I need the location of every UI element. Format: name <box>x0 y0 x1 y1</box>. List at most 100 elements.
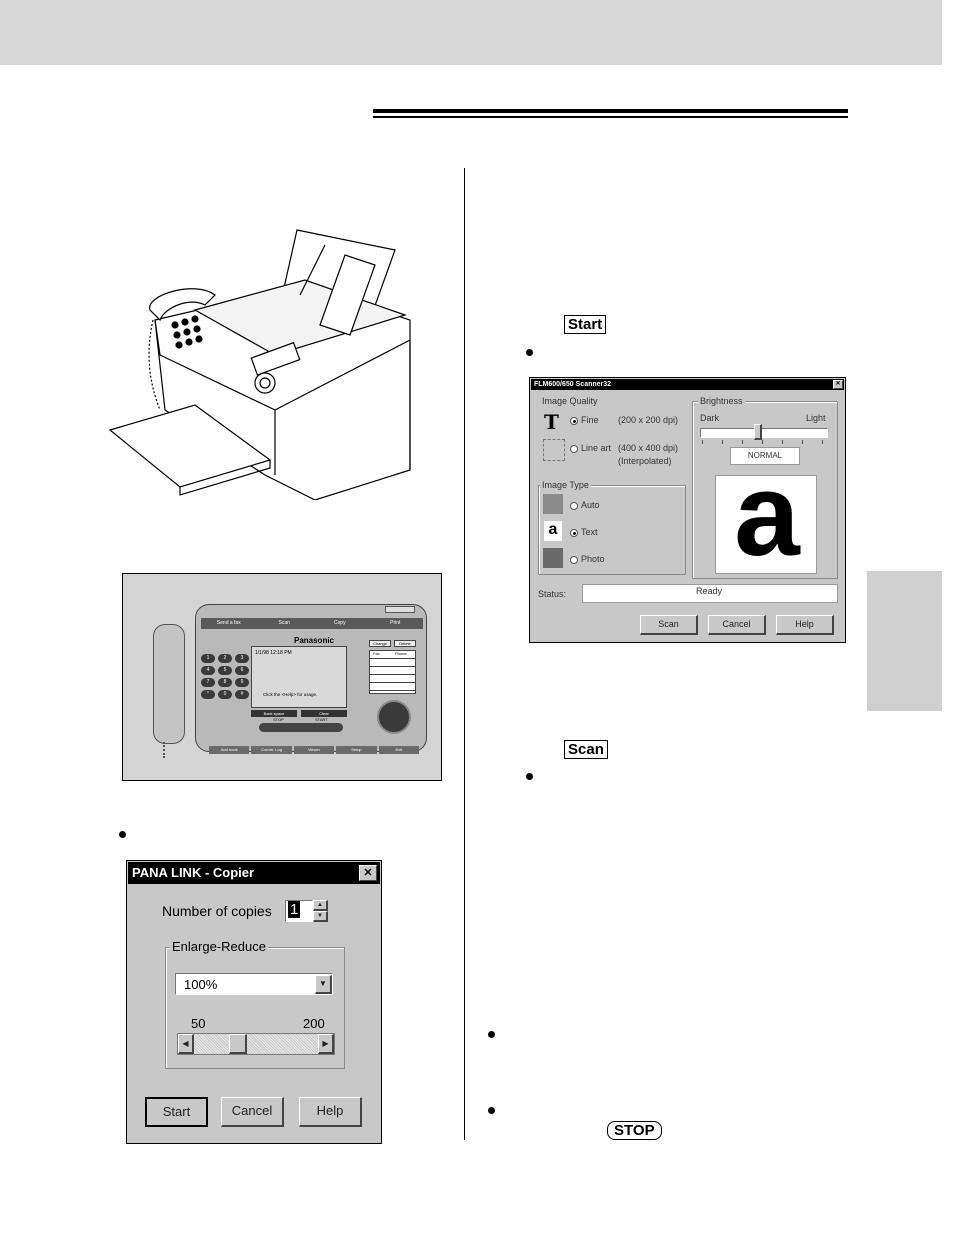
window-controls-icon[interactable] <box>385 606 415 613</box>
light-label: Light <box>806 413 826 423</box>
auto-type-icon <box>543 494 563 514</box>
text-radio[interactable] <box>570 529 578 537</box>
keypad-key[interactable]: 2 <box>218 654 232 663</box>
table-header-fax: Fax <box>373 651 380 656</box>
start-key: Start <box>564 315 607 334</box>
side-tab <box>867 571 942 711</box>
copies-spin-up[interactable]: ▲ <box>313 900 328 911</box>
photo-type-icon <box>543 548 563 568</box>
title-rule-thin <box>373 116 848 118</box>
keypad-key[interactable]: 1 <box>201 654 215 663</box>
image-type-label: Image Type <box>540 480 591 490</box>
stop-label: STOP <box>273 717 284 722</box>
scan-key: Scan <box>564 740 608 759</box>
line-art-icon <box>543 439 565 461</box>
keypad-key[interactable]: 5 <box>218 666 232 675</box>
bullet <box>526 349 533 356</box>
slider-right-arrow[interactable]: ▶ <box>318 1034 334 1054</box>
keypad-key[interactable]: 4 <box>201 666 215 675</box>
dark-label: Dark <box>700 413 720 423</box>
scanner-dialog: FLM600/650 Scanner32 ✕ Image Quality T F… <box>529 377 846 643</box>
back-space-button[interactable]: Back space <box>251 710 297 717</box>
status-value: Ready <box>696 586 723 596</box>
start-label: START <box>315 717 328 722</box>
tab-exit[interactable]: Exit <box>378 746 420 754</box>
tab-comm-log[interactable]: Comm. Log <box>251 746 292 754</box>
slider-left-arrow[interactable]: ◀ <box>178 1034 194 1054</box>
lcd-datetime: 1/1/98 12:18 PM <box>255 650 292 656</box>
brightness-slider-track[interactable] <box>700 428 828 438</box>
delete-button[interactable]: Delete <box>394 640 416 647</box>
tab-send-fax[interactable]: Send a fax <box>216 620 241 626</box>
text-option-label: Text <box>581 527 598 537</box>
keypad-key[interactable]: 8 <box>218 678 232 687</box>
ratio-select-value: 100% <box>184 977 218 992</box>
copier-dialog-title: PANA LINK - Copier <box>128 862 380 884</box>
keypad-key[interactable]: 9 <box>235 678 249 687</box>
keypad-key[interactable]: 6 <box>235 666 249 675</box>
cord-icon <box>163 742 173 758</box>
tab-viewer[interactable]: Viewer <box>293 746 335 754</box>
tab-copy[interactable]: Copy <box>333 620 346 626</box>
brand-logo: Panasonic <box>293 636 334 645</box>
keypad-key[interactable]: * <box>201 690 215 699</box>
auto-radio[interactable] <box>570 502 578 510</box>
lcd-hint: Click the <Help> for usage. <box>263 692 318 697</box>
bullet <box>119 831 126 838</box>
ratio-select[interactable] <box>175 973 333 995</box>
bottom-tabs: Add book Comm. Log Viewer Setup Exit <box>209 746 420 754</box>
image-type-group <box>538 485 686 575</box>
ratio-slider-track[interactable] <box>177 1033 335 1055</box>
panasonic-window-screenshot: Send a fax Scan Copy Print Panasonic 1/1… <box>122 573 442 781</box>
bullet <box>488 1107 495 1114</box>
keypad-key[interactable]: 0 <box>218 690 232 699</box>
change-button[interactable]: Change <box>369 640 391 647</box>
brightness-ticks <box>702 440 826 444</box>
clear-button[interactable]: Clear <box>301 710 347 717</box>
close-icon[interactable]: ✕ <box>833 380 843 389</box>
line-art-note: (Interpolated) <box>618 456 672 466</box>
bullet <box>488 1031 495 1038</box>
chevron-down-icon[interactable]: ▼ <box>315 975 332 994</box>
tab-scan[interactable]: Scan <box>278 620 290 626</box>
photo-radio[interactable] <box>570 556 578 564</box>
enlarge-reduce-label: Enlarge-Reduce <box>170 939 268 954</box>
directory-table <box>369 650 416 694</box>
status-field <box>582 584 838 603</box>
handset-icon <box>153 624 185 744</box>
photo-option-label: Photo <box>581 554 605 564</box>
tab-add-book[interactable]: Add book <box>209 746 250 754</box>
scanner-dialog-title: FLM600/650 Scanner32 <box>531 379 844 390</box>
copies-label: Number of copies <box>162 903 272 919</box>
help-button[interactable]: Help <box>776 615 834 635</box>
scan-button[interactable]: Scan <box>640 615 698 635</box>
cancel-button[interactable]: Cancel <box>221 1097 284 1127</box>
line-art-dpi-label: (400 x 400 dpi) <box>618 443 679 453</box>
copies-spin-down[interactable]: ▼ <box>313 911 328 922</box>
round-button-icon[interactable] <box>377 700 411 734</box>
fine-radio[interactable] <box>570 417 578 425</box>
brightness-slider-thumb[interactable] <box>754 424 763 440</box>
image-quality-label: Image Quality <box>542 396 598 406</box>
fine-quality-icon: T <box>544 410 559 434</box>
start-button[interactable]: Start <box>145 1097 208 1127</box>
close-icon[interactable]: ✕ <box>359 865 377 881</box>
column-divider <box>464 168 465 1140</box>
slider-thumb[interactable] <box>229 1034 248 1054</box>
help-button[interactable]: Help <box>299 1097 362 1127</box>
line-art-radio[interactable] <box>570 445 578 453</box>
copier-dialog: PANA LINK - Copier ✕ Number of copies 1 … <box>126 860 382 1144</box>
keypad-key[interactable]: # <box>235 690 249 699</box>
cancel-button[interactable]: Cancel <box>708 615 766 635</box>
stop-start-bar[interactable] <box>259 723 343 732</box>
tab-print[interactable]: Print <box>390 620 401 626</box>
brightness-label: Brightness <box>698 396 745 406</box>
tab-setup[interactable]: Setup <box>336 746 377 754</box>
keypad-key[interactable]: 3 <box>235 654 249 663</box>
keypad-key[interactable]: 7 <box>201 678 215 687</box>
preview-glyph: a <box>734 475 800 574</box>
brightness-group <box>692 401 838 579</box>
range-max-label: 200 <box>303 1016 325 1031</box>
fax-machine-illustration <box>108 229 411 500</box>
keypad: 1 2 3 4 5 6 7 8 9 * 0 # <box>201 654 249 699</box>
